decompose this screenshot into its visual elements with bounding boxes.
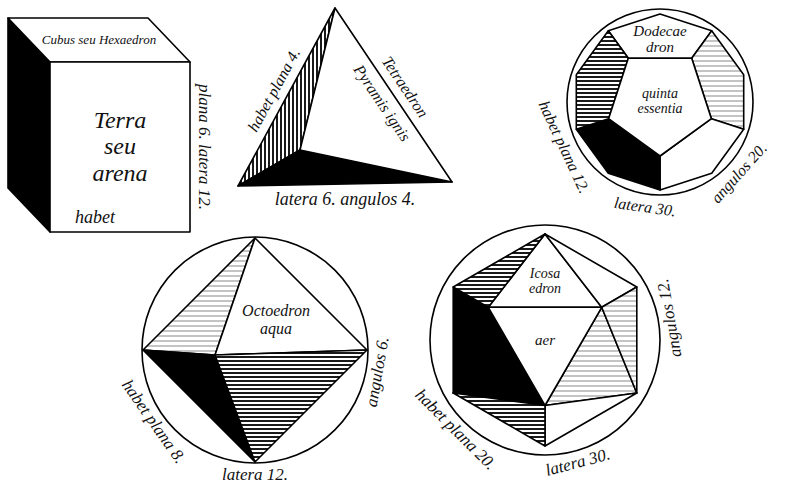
icosa-face [488, 307, 601, 405]
count-text: habet plana 4. [244, 45, 303, 134]
cube-top-face [8, 18, 190, 62]
count-text: habet plana 12. [535, 98, 593, 196]
count-text: angulos 20. [707, 139, 770, 206]
tetrahedron-figure: habet plana 4.Pyramis ignisTetraedronlat… [228, 0, 478, 215]
octa-face [215, 350, 367, 462]
count-text: habet plana 8. [117, 377, 188, 468]
element-name: quinta essentia [629, 86, 691, 117]
cube-front-face [50, 62, 190, 232]
count-text: angulos 6. [363, 335, 394, 408]
icosa-face [602, 287, 637, 393]
count-text: latera 30. [544, 445, 613, 480]
face-label: Cubus seu Hexaedron [42, 33, 156, 47]
element-name: aer [535, 332, 555, 349]
solid-name: Icosa edron [523, 266, 568, 297]
count-text: angulos 12. [654, 277, 686, 358]
icosa-circle [430, 225, 660, 455]
icosa-face [545, 393, 637, 446]
icosahedron-figure: Icosa edron aer habet plana 20. latera 30. a… [392, 216, 692, 494]
dodecahedron-figure: Dodecae dron quinta essentia habet plana 1… [528, 0, 786, 226]
octa-circle [142, 237, 368, 463]
tetra-right-face [300, 8, 452, 182]
solid-name: Octoedron aqua [232, 302, 320, 337]
octa-face [215, 238, 367, 355]
count-text: plana 6. latera 12. [195, 84, 214, 210]
count-text: latera 30. [613, 194, 677, 220]
count-text: habet [75, 208, 115, 228]
octahedron-figure: Octoedron aqua habet plana 8. latera 12. an… [100, 226, 400, 494]
count-text: latera 12. [222, 466, 288, 485]
cube-figure: Cubus seu HexaedronTerra seu arena habet p… [0, 0, 220, 245]
dodeca-circle [567, 9, 753, 195]
dodeca-face [609, 58, 712, 156]
count-text: habet plana 20. [411, 386, 499, 474]
solid-name: Dodecae dron [628, 24, 692, 56]
count-text: latera 6. angulos 4. [275, 190, 416, 210]
element-name: Terra seu arena [80, 107, 160, 186]
